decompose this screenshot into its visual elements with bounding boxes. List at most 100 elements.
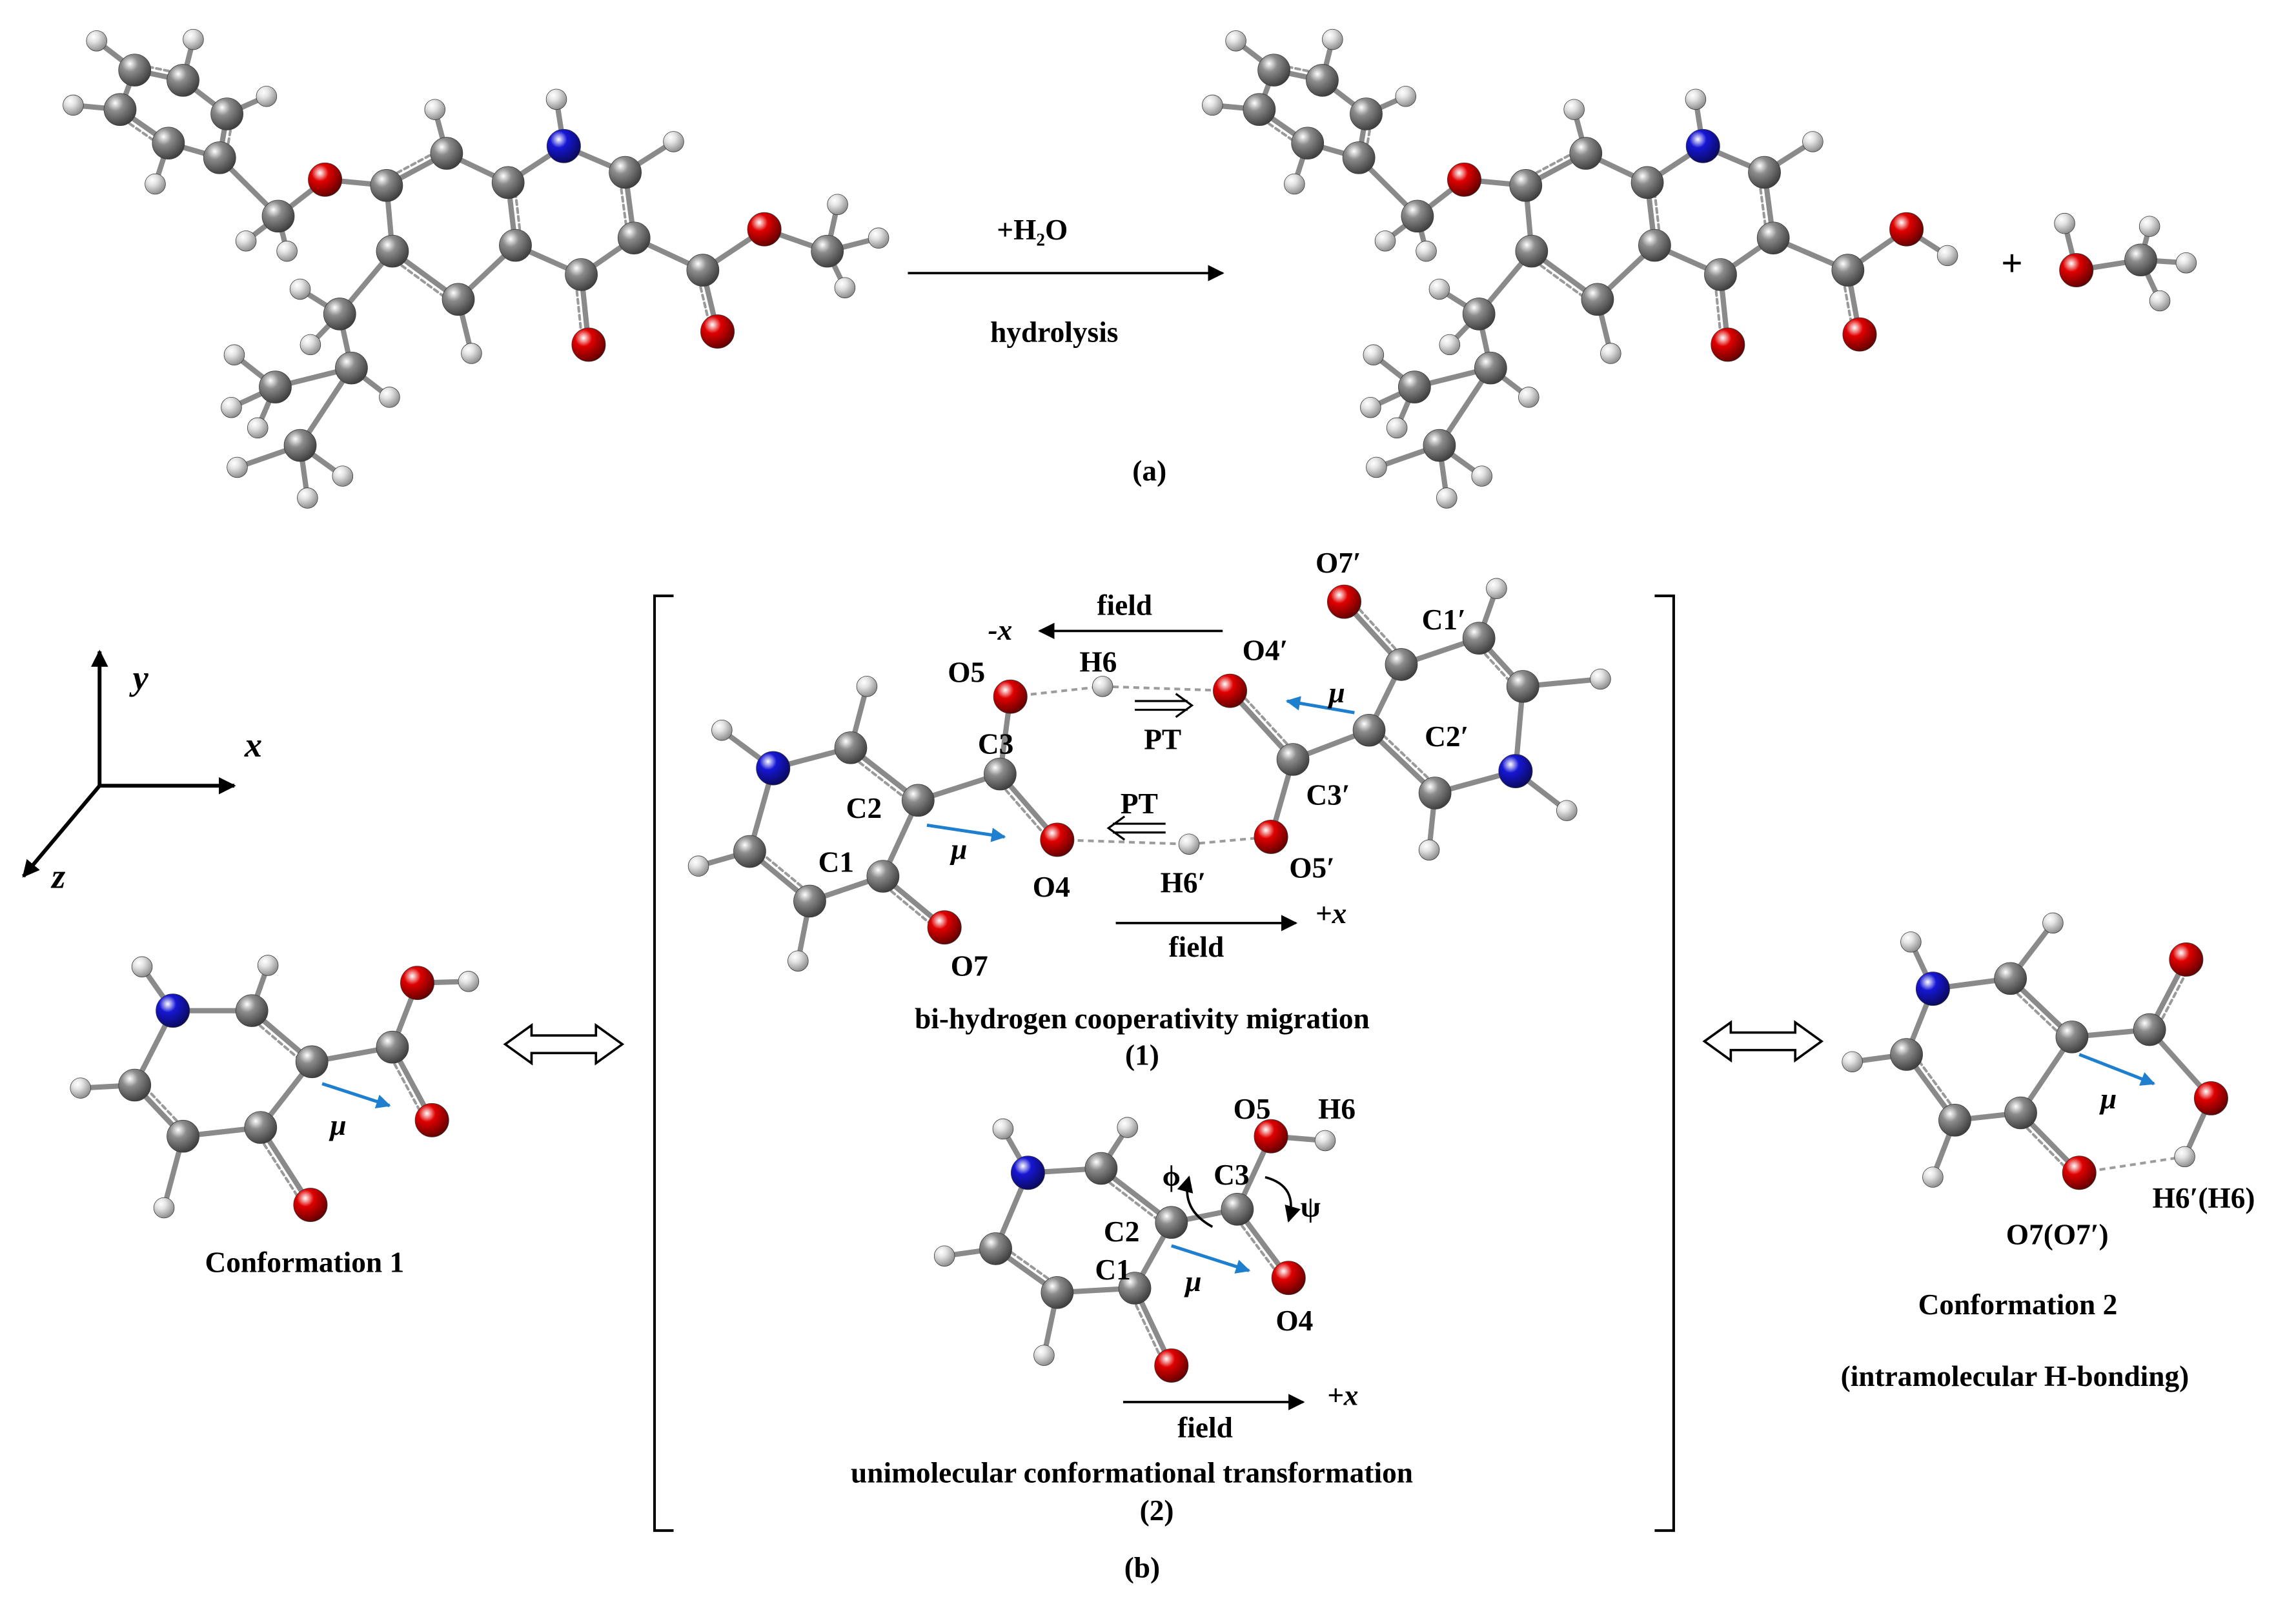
carbon-atom — [686, 254, 720, 287]
hydrogen-atom — [1590, 668, 1611, 690]
dipole-label-left: μ — [950, 833, 967, 865]
oxygen-atom — [927, 910, 962, 945]
carbon-atom — [1084, 1152, 1118, 1185]
proton-transfer-forward-label: PT — [1144, 724, 1181, 756]
hydrogen-atom — [1117, 1117, 1139, 1138]
carbon-atom — [1515, 234, 1549, 268]
dipole-arrow-right — [1285, 696, 1355, 715]
atom-label-o4: O4 — [1033, 871, 1070, 903]
field-label-bottom: field — [1169, 931, 1224, 963]
hydrogen-atom — [1518, 387, 1539, 408]
conformation-1-caption: Conformation 1 — [205, 1247, 405, 1279]
carbon-atom — [1994, 962, 2027, 995]
nitrogen-atom — [1498, 754, 1533, 789]
carbon-atom — [1257, 54, 1290, 87]
hydrogen-atom — [2174, 1146, 2195, 1168]
positive-x-label: +x — [1327, 1379, 1359, 1412]
oxygen-atom — [400, 966, 435, 1001]
atom-label-o4-prime: O4′ — [1243, 635, 1288, 667]
hydrogen-atom — [257, 955, 279, 976]
hydrogen-atom — [461, 343, 482, 364]
hydrogen-atom — [687, 855, 709, 877]
conformation-1: μ Conformation 1 — [70, 955, 480, 1279]
negative-x-label: -x — [988, 614, 1012, 646]
carbon-atom — [499, 229, 532, 262]
oxygen-atom — [1040, 822, 1075, 857]
carbon-atom — [1748, 156, 1781, 189]
hydrogen-atom — [1600, 343, 1621, 364]
hydrogen-atom — [1428, 278, 1450, 300]
atom-label-c3: C3 — [1214, 1159, 1249, 1191]
double-bond — [1372, 724, 1441, 790]
carbon-atom — [1385, 648, 1418, 681]
hydrogen-atom — [276, 240, 298, 262]
monomer-number: (2) — [1140, 1494, 1174, 1527]
hydrogen-atom — [1563, 99, 1585, 120]
hydrogen-atom — [297, 487, 318, 509]
nitrogen-atom — [156, 993, 190, 1028]
reagent-label: +H₂O — [997, 214, 1068, 246]
carbon-atom — [283, 429, 317, 462]
oxygen-atom — [1889, 212, 1924, 247]
right-bracket — [1654, 595, 1675, 1532]
hydrogen-atom — [131, 956, 153, 978]
dipole-label: μ — [1184, 1265, 1201, 1298]
carbon-atom — [901, 784, 935, 817]
hydrogen-atom — [458, 971, 480, 992]
hydrogen-atom — [2139, 216, 2160, 237]
hydrogen-atom — [424, 99, 446, 120]
carbon-atom — [1243, 93, 1276, 126]
carbon-atom — [491, 166, 525, 199]
carbon-atom — [442, 283, 475, 316]
positive-x-label: +x — [1316, 897, 1347, 930]
oxygen-atom — [1254, 1119, 1288, 1154]
hydrogen-atom — [247, 417, 269, 439]
carbon-atom — [1221, 1193, 1254, 1226]
dipole-label-right: μ — [1328, 677, 1345, 709]
carbon-atom — [1890, 1038, 1923, 1071]
carbon-atom — [376, 234, 409, 268]
hydrogen-atom — [545, 88, 567, 110]
psi-label: ψ — [1301, 1191, 1321, 1223]
atom-label-c1: C1 — [1095, 1254, 1130, 1286]
carbon-atom — [565, 258, 598, 291]
atom-label-h6-prime: H6′ — [1161, 866, 1206, 899]
carbon-atom — [609, 156, 642, 189]
carbon-atom — [617, 221, 651, 255]
carbon-atom — [203, 141, 236, 174]
proton-transfer-backward-label: PT — [1121, 788, 1158, 820]
panel-b-label: (b) — [1124, 1552, 1160, 1584]
carbon-atom — [2004, 1096, 2037, 1130]
oxygen-atom — [1154, 1348, 1189, 1383]
hydrogen-atom — [2149, 290, 2171, 312]
hydrogen-atom — [1900, 931, 1922, 953]
dimer-mechanism: field -x H6 O4′ O5 O7′ C1′ μ C2′ PT C3 C… — [687, 547, 1611, 1071]
hydrogen-atom — [1225, 30, 1246, 52]
carbon-atom — [1756, 221, 1790, 255]
carbon-atom — [793, 884, 826, 918]
x-axis-label: x — [244, 726, 262, 764]
hydrogen-atom — [1842, 1051, 1863, 1073]
hydrogen-atom — [1360, 397, 1381, 418]
atom-label-h6: H6 — [1318, 1093, 1356, 1125]
hydrogen-atom — [379, 387, 400, 408]
hydrogen-atom — [1202, 94, 1223, 116]
hydrogen-bond — [2078, 1155, 2185, 1174]
hydrogen-bond — [1188, 835, 1272, 846]
carbon-atom — [979, 1232, 1012, 1265]
hydrogen-atom — [1922, 1166, 1944, 1188]
conformation-2-caption: Conformation 2 — [1918, 1288, 2118, 1321]
phi-label: ϕ — [1163, 1160, 1181, 1192]
carbon-atom — [1401, 199, 1434, 233]
field-label: field — [1177, 1411, 1233, 1443]
hydrogen-atom — [63, 94, 84, 116]
hydrogen-atom — [1322, 28, 1343, 50]
hydrogen-atom — [711, 720, 733, 741]
carbon-atom — [1291, 127, 1325, 160]
oxygen-atom — [2169, 942, 2204, 977]
carbon-atom — [295, 1045, 329, 1079]
hydrogen-atom — [868, 227, 889, 249]
oxygen-atom — [293, 1188, 328, 1222]
carbon-atom — [2124, 243, 2157, 277]
